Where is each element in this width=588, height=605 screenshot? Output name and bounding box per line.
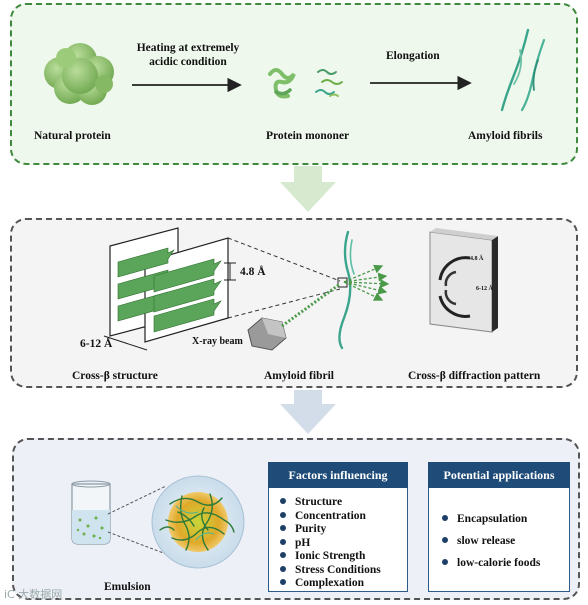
heating-label-line1: Heating at extremely: [136, 42, 240, 54]
natural-protein-icon: [44, 43, 114, 105]
down-arrow-2: [280, 390, 336, 434]
protein-monomer-icon: [268, 68, 343, 99]
heating-label-line2: acidic condition: [149, 56, 227, 68]
emulsion-droplet-icon: [151, 475, 245, 569]
applications-title: Potential applications: [428, 462, 570, 488]
elongation-label: Elongation: [386, 50, 440, 62]
diffraction-pattern-icon: [429, 228, 498, 333]
diffraction-pattern-label: Cross-β diffraction pattern: [408, 370, 541, 382]
factor-item: pH: [280, 537, 381, 551]
xray-beam-label: X-ray beam: [192, 336, 243, 347]
xray-beam-icon: [247, 264, 390, 351]
application-item: low-calorie foods: [442, 552, 540, 574]
emulsion-label: Emulsion: [104, 581, 151, 593]
down-arrow-1: [280, 166, 336, 212]
factor-item: Structure: [280, 496, 381, 510]
protein-monomer-label: Protein mononer: [266, 130, 350, 142]
amyloid-fibrils-label: Amyloid fibrils: [468, 130, 543, 142]
application-item: slow release: [442, 530, 540, 552]
amyloid-fibrils-icon: [500, 28, 546, 112]
spacing-48-label: 4.8 Å: [240, 266, 266, 278]
pattern-label-612: 6-12 Å: [476, 286, 493, 292]
factors-list: Structure Concentration Purity pH Ionic …: [280, 496, 381, 591]
watermark: iC 大数据网: [4, 588, 63, 601]
factors-title: Factors influencing: [268, 462, 408, 488]
cross-beta-structure-icon: [103, 227, 236, 351]
application-item: Encapsulation: [442, 508, 540, 530]
natural-protein-label: Natural protein: [34, 130, 111, 142]
amyloid-fibril-label: Amyloid fibril: [264, 370, 334, 382]
cross-beta-structure-label: Cross-β structure: [72, 370, 158, 382]
factor-item: Purity: [280, 523, 381, 537]
factor-item: Complexation: [280, 577, 381, 591]
applications-list: Encapsulation slow release low-calorie f…: [442, 508, 540, 574]
factor-item: Ionic Strength: [280, 550, 381, 564]
pattern-label-48: 4.8 Å: [470, 256, 484, 262]
spacing-612-label: 6-12 Å: [80, 338, 113, 350]
factor-item: Concentration: [280, 510, 381, 524]
factor-item: Stress Conditions: [280, 564, 381, 578]
amyloid-fibril-icon: [337, 230, 355, 350]
beaker-icon: [71, 480, 111, 545]
